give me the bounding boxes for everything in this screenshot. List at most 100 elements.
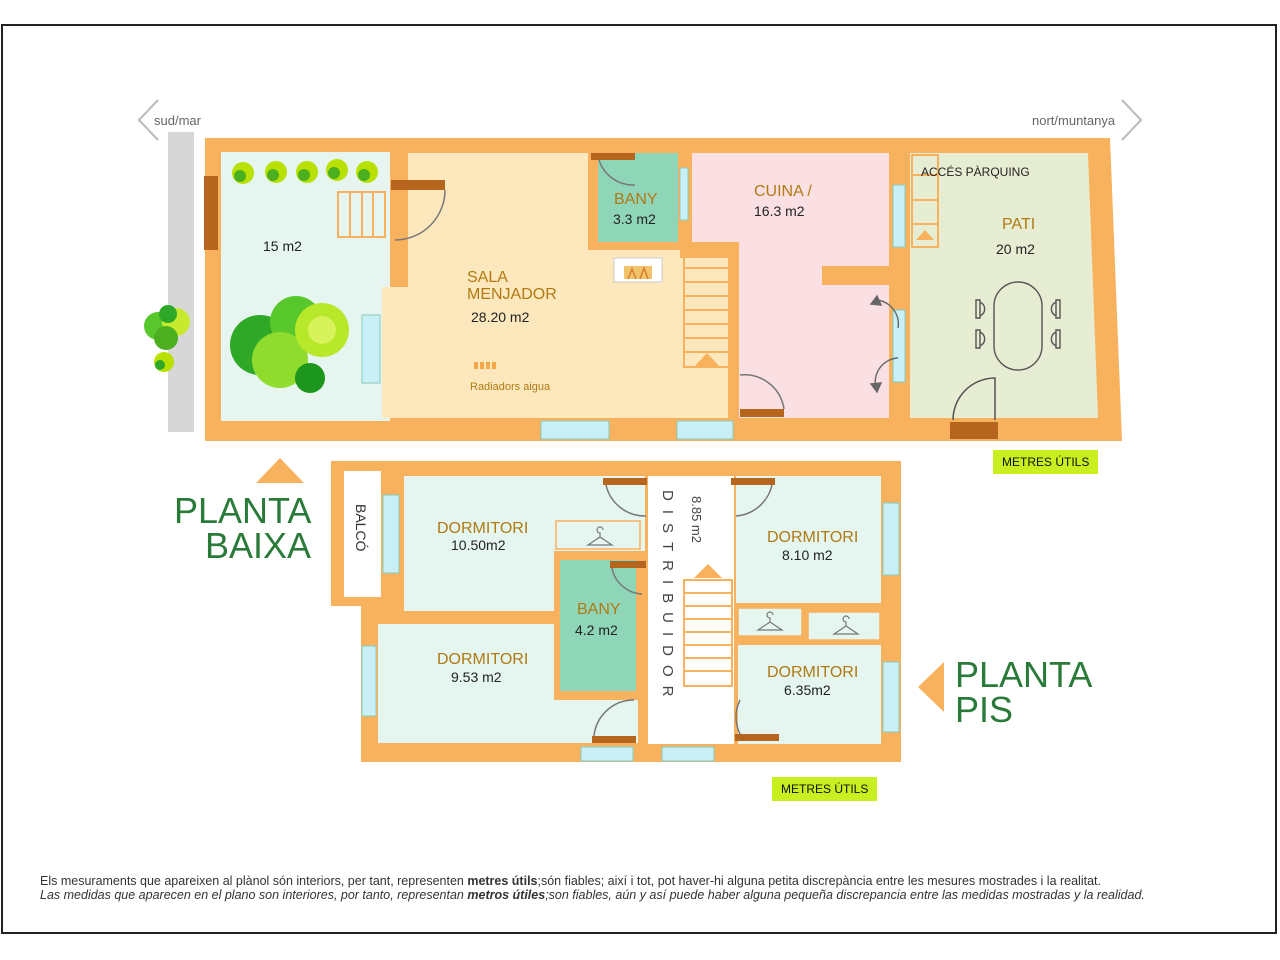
disclaimer-spanish: Las medidas que aparecen en el plano son…: [40, 889, 1145, 902]
street-strip: [168, 132, 194, 432]
wardrobe: [555, 520, 641, 550]
disclaimer-es-text-end: ;son fiables, aún y así puede haber algu…: [545, 888, 1145, 902]
door: [610, 561, 646, 568]
upper-bath-name: BANY: [577, 601, 621, 618]
hall-area: 8.85 m2: [689, 496, 704, 543]
stairs-arrow-icon: [694, 564, 722, 578]
door: [735, 734, 779, 741]
door-swing: [739, 374, 785, 410]
upper-bath-area: 4.2 m2: [575, 622, 618, 638]
kitchen-name: CUINA /: [754, 183, 812, 200]
bed2-name: DORMITORI: [437, 651, 529, 668]
window: [382, 494, 400, 574]
hanger-icon: [586, 526, 614, 546]
hall-room: [648, 476, 734, 744]
swing-arrow-icon: [869, 294, 900, 394]
living-area: 28.20 m2: [471, 309, 530, 325]
door: [204, 176, 218, 250]
terrace-stairs: [337, 191, 386, 238]
disclaimer-catalan: Els mesuraments que apareixen al plànol …: [40, 875, 1101, 888]
disclaimer-es-bold: metros útiles: [467, 888, 546, 902]
bedroom-3: [736, 476, 881, 603]
terrace-area: 15 m2: [263, 238, 302, 254]
bed4-name: DORMITORI: [767, 664, 859, 681]
bed4-area: 6.35m2: [784, 682, 831, 698]
disclaimer-ca-text-end: ;són fiables; així i tot, pot haver-hi a…: [537, 874, 1101, 888]
bedroom-4: [738, 645, 881, 744]
door-swing: [598, 159, 636, 186]
hanger-icon: [756, 611, 784, 631]
radiators-label: Radiadors aigua: [470, 381, 551, 393]
ground-floor-title-1: PLANTA: [174, 490, 312, 531]
chevron-right-icon: [1121, 99, 1143, 141]
bed1-area: 10.50m2: [451, 537, 506, 553]
balcony-label: BALCÓ: [353, 504, 369, 552]
door: [731, 478, 775, 485]
plant-icon: [232, 159, 378, 184]
ground-floor-title-2: BAIXA: [205, 525, 312, 566]
door: [591, 153, 635, 160]
kitchen-room: [692, 153, 889, 418]
upper-floor-title-1: PLANTA: [955, 654, 1093, 695]
bath-area: 3.3 m2: [613, 211, 656, 227]
upper-floor-title-2: PIS: [955, 689, 1014, 730]
door: [950, 422, 998, 439]
disclaimer-ca-bold: metres útils: [467, 874, 538, 888]
window: [361, 645, 377, 717]
kitchen-area: 16.3 m2: [754, 203, 805, 219]
bath-upper-room: [560, 560, 636, 691]
door-swing: [952, 377, 996, 421]
window: [661, 746, 715, 762]
drawing-frame: [1, 24, 1277, 934]
door: [740, 409, 784, 417]
stairs-arrow-icon: [916, 230, 934, 240]
patio-room: [910, 153, 1098, 418]
bed2-area: 9.53 m2: [451, 669, 502, 685]
tree-icon: [230, 296, 349, 393]
chevron-left-icon: [137, 99, 159, 141]
arrow-up-icon: [256, 458, 304, 483]
living-room: [382, 153, 728, 418]
window: [892, 184, 906, 248]
bed1-name: DORMITORI: [437, 520, 529, 537]
stairs-arrow-icon: [693, 353, 721, 368]
north-label: nort/muntanya: [1032, 113, 1116, 128]
bath-name: BANY: [614, 191, 658, 208]
window: [882, 502, 900, 576]
door: [592, 736, 636, 743]
upper-useful-meters-tag: METRES ÚTILS: [772, 777, 878, 801]
bedroom-1: [404, 476, 645, 611]
window: [892, 309, 906, 383]
living-name-1: SALA: [467, 269, 508, 286]
upper-stairs: [683, 579, 733, 687]
window: [882, 661, 900, 733]
bed3-area: 8.10 m2: [782, 547, 833, 563]
window: [361, 314, 381, 384]
arrow-left-icon: [918, 662, 944, 712]
door-swing: [593, 699, 635, 737]
door-swing: [394, 189, 446, 241]
window: [540, 420, 610, 440]
parking-stairs: [911, 154, 939, 248]
bath-room: [598, 153, 678, 242]
disclaimer-ca-text: Els mesuraments que apareixen al plànol …: [40, 874, 468, 888]
hanger-icon: [832, 615, 860, 635]
patio-table-icon: [975, 281, 1061, 371]
door: [603, 478, 647, 485]
hall-name: DISTRIBUIDOR: [659, 490, 676, 706]
balcony-room: [344, 471, 381, 597]
fireplace-icon: [613, 257, 663, 283]
patio-area: 20 m2: [996, 241, 1035, 257]
radiator-icon: [474, 362, 496, 369]
south-label: sud/mar: [154, 113, 201, 128]
bedroom-2: [378, 624, 638, 743]
window: [679, 167, 689, 221]
door-swing: [735, 699, 741, 735]
ground-useful-meters-tag: METRES ÚTILS: [993, 450, 1099, 474]
living-name-2: MENJADOR: [467, 286, 557, 303]
parking-access-label: ACCÉS PÀRQUING: [921, 165, 1030, 179]
door: [391, 180, 445, 190]
disclaimer-es-text: Las medidas que aparecen en el plano son…: [40, 888, 468, 902]
door-swing: [611, 567, 643, 595]
